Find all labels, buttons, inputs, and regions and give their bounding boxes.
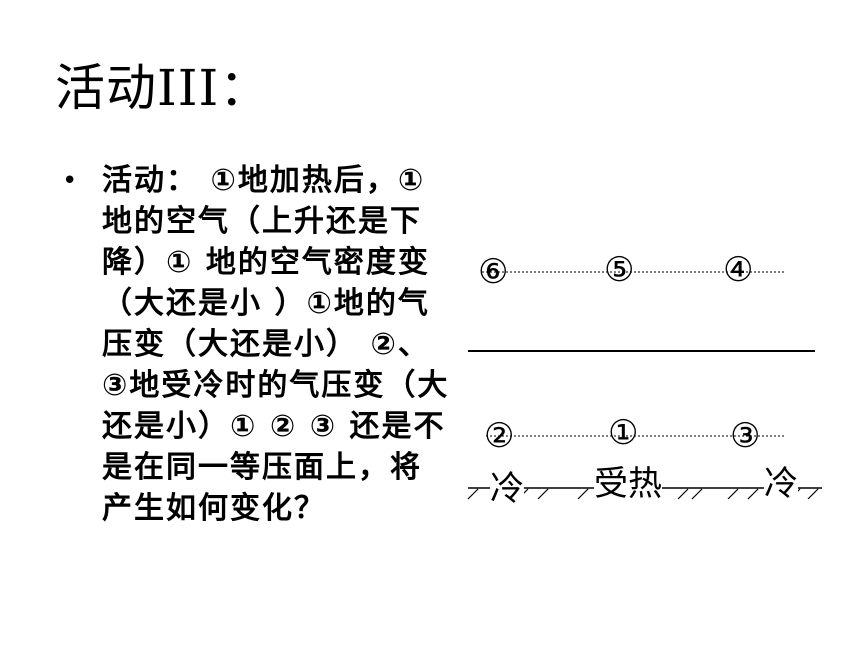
- marker-3: ③: [730, 416, 761, 456]
- bullet-icon: •: [62, 166, 78, 196]
- slide-title: 活动III：: [55, 59, 271, 117]
- label-heated: 受热: [594, 464, 662, 504]
- marker-6: ⑥: [478, 252, 509, 292]
- isobar-diagram: ⑥ ⑤ ④ ② ① ③ 冷 受热 冷: [460, 240, 830, 520]
- activity-question-text: 活动： ①地加热后，① 地的空气（上升还是下降）① 地的空气密度变（大还是小 ）…: [102, 163, 450, 526]
- marker-2: ②: [484, 416, 515, 456]
- marker-1: ①: [608, 413, 639, 453]
- label-cold-right: 冷: [764, 464, 798, 504]
- label-cold-left: 冷: [490, 469, 524, 509]
- marker-5: ⑤: [604, 250, 635, 290]
- marker-4: ④: [723, 250, 754, 290]
- diagram-lines: [467, 271, 822, 500]
